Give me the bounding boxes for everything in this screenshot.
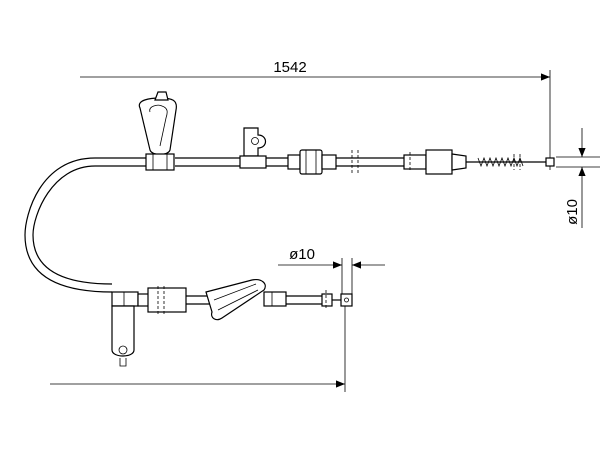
adjuster-barrel	[287, 149, 359, 175]
spring-clip-bottom	[205, 279, 287, 321]
ferrule-right	[403, 149, 467, 175]
dimension-label-length: 1542	[273, 59, 306, 76]
dimension-bottom-reference	[50, 300, 346, 392]
dimension-total-length: 1542	[80, 59, 551, 170]
dimension-label-diameter-left: ø10	[289, 246, 315, 263]
mounting-bracket-top	[239, 127, 267, 169]
dimension-diameter-left: ø10	[278, 246, 385, 300]
spring-clip-top	[138, 91, 177, 171]
lower-fitting	[111, 286, 210, 367]
dimension-label-diameter-right: ø10	[564, 199, 581, 225]
inner-wire-right	[466, 154, 555, 170]
dimension-diameter-right: ø10	[556, 128, 600, 228]
inner-wire-left	[286, 290, 353, 310]
cable-sheath	[24, 157, 430, 293]
